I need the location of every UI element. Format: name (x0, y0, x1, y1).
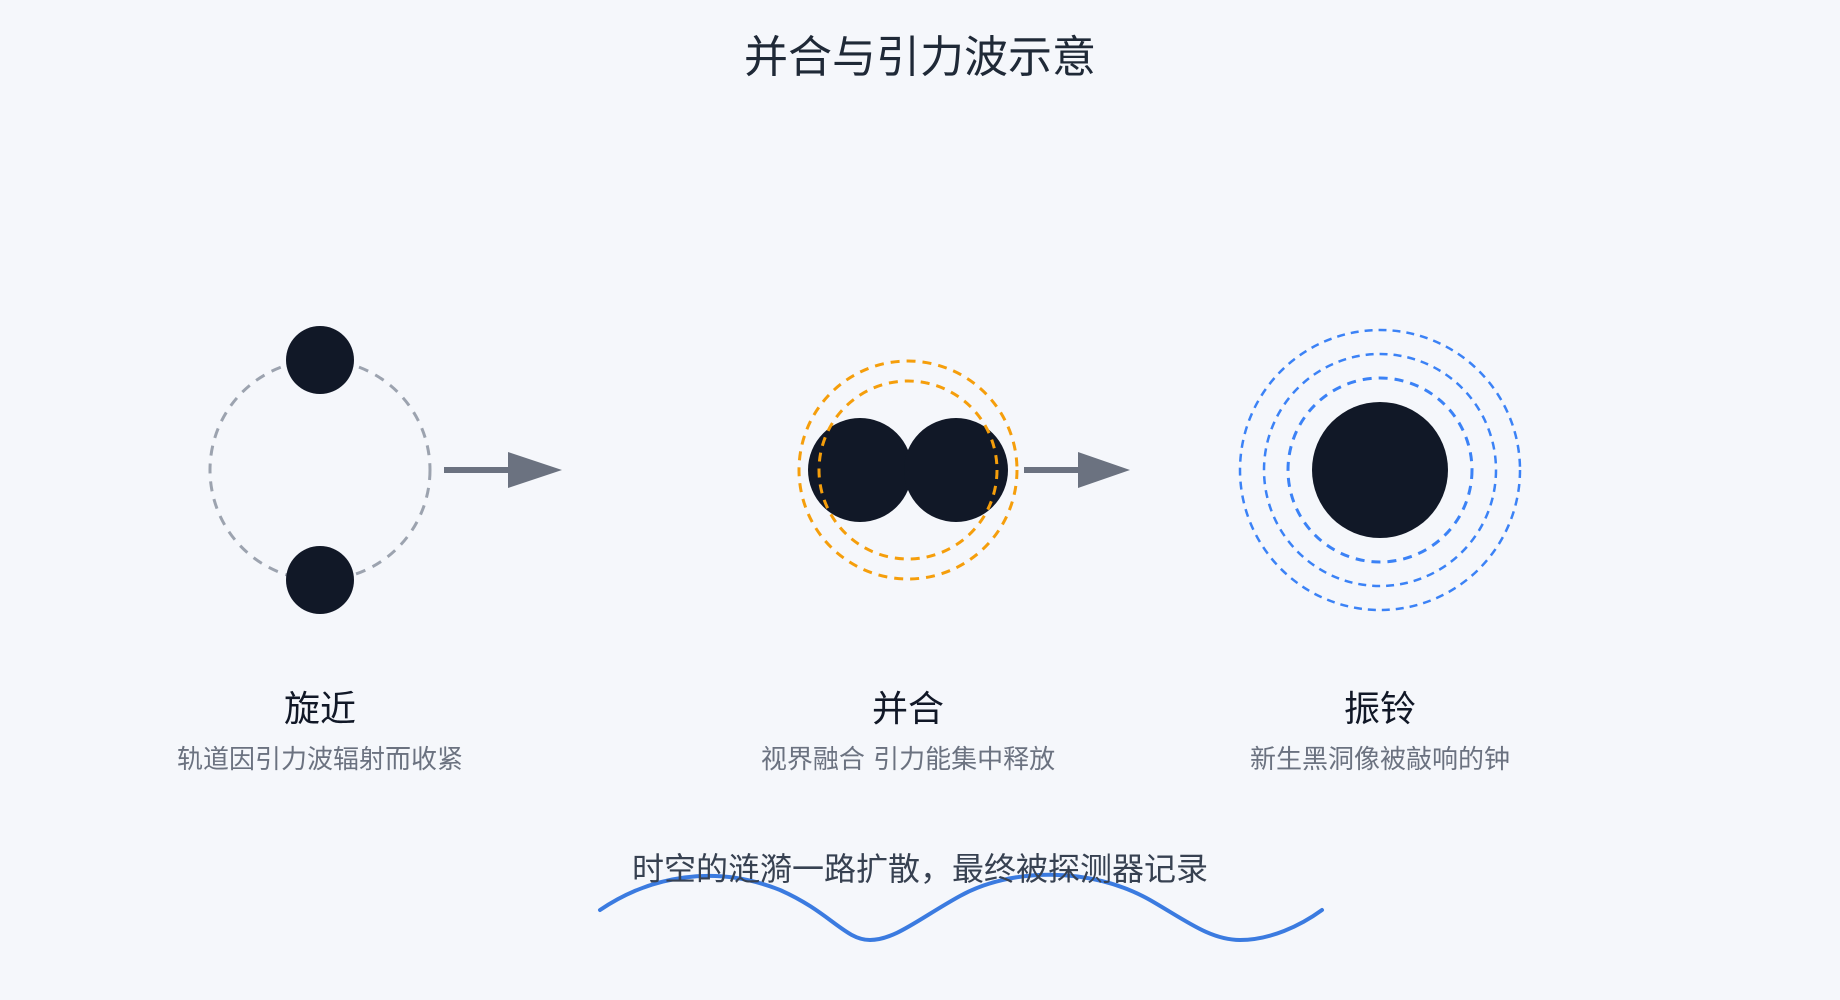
stage-merger (797, 359, 1019, 581)
stage-title-ringdown: 振铃 (1344, 689, 1416, 730)
gravitational-wave (598, 872, 1324, 943)
stage-desc-merger: 视界融合 引力能集中释放 (761, 745, 1055, 775)
stage-title-merger: 并合 (872, 689, 944, 730)
arrow-inspiral-to-merger (444, 452, 562, 488)
page-title: 并合与引力波示意 (744, 32, 1096, 83)
merger-ring-inner (817, 379, 999, 561)
merger-ring-outer (797, 359, 1019, 581)
black-hole-bottom (286, 546, 354, 614)
black-hole-left (808, 418, 912, 522)
ringdown-ring-inner (1286, 376, 1474, 564)
ringdown-ring-outer (1238, 328, 1522, 612)
black-hole-top (286, 326, 354, 394)
ringdown-ring-middle (1262, 352, 1498, 588)
stage-inspiral (208, 326, 432, 614)
footer-caption: 时空的涟漪一路扩散，最终被探测器记录 (632, 850, 1208, 888)
stage-desc-inspiral: 轨道因引力波辐射而收紧 (177, 745, 463, 775)
black-hole-right (904, 418, 1008, 522)
orbit-path (208, 358, 432, 582)
arrow-merger-to-ringdown (1024, 452, 1130, 488)
stage-desc-ringdown: 新生黑洞像被敲响的钟 (1250, 745, 1510, 775)
final-black-hole (1312, 402, 1448, 538)
stage-title-inspiral: 旋近 (284, 689, 356, 730)
stage-ringdown (1238, 328, 1522, 612)
